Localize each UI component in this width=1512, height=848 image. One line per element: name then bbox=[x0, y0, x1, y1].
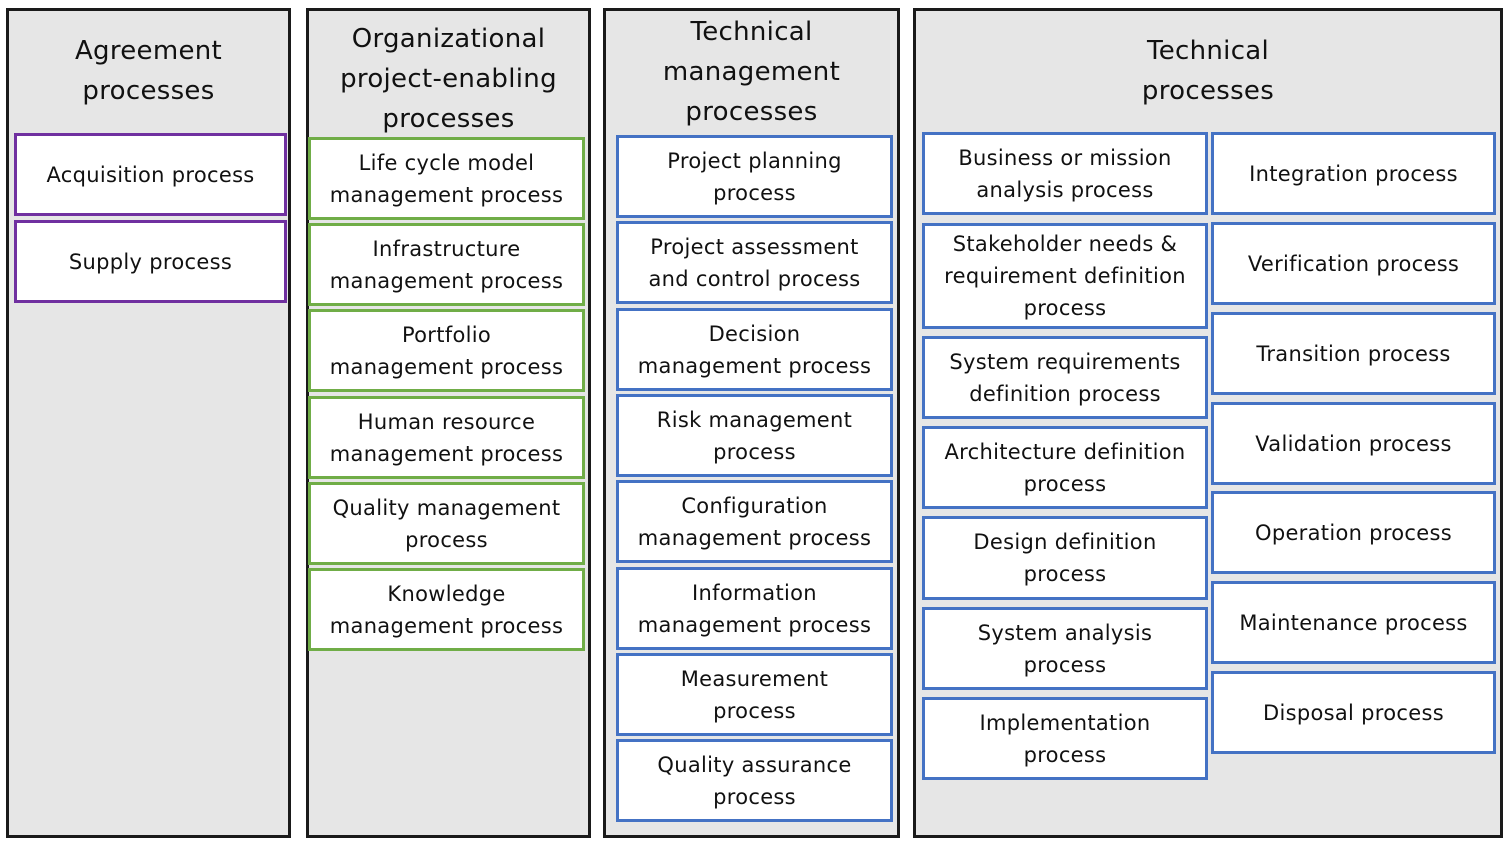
design-definition-box: Design definition process bbox=[922, 516, 1208, 600]
supply-process-box: Supply process bbox=[14, 220, 287, 303]
operation-box: Operation process bbox=[1211, 491, 1496, 574]
technical-processes-title: Technical processes bbox=[1141, 36, 1275, 106]
configuration-management-box: Configuration management process bbox=[616, 480, 893, 563]
acquisition-process-box: Acquisition process bbox=[14, 133, 287, 216]
technical-management-processes-title: Technical management processes bbox=[662, 17, 841, 127]
measurement-box: Measurement process bbox=[616, 653, 893, 736]
life-cycle-model-management-box: Life cycle model management process bbox=[308, 137, 585, 220]
implementation-box: Implementation process bbox=[922, 697, 1208, 780]
system-analysis-box: System analysis process bbox=[922, 607, 1208, 690]
disposal-box: Disposal process bbox=[1211, 671, 1496, 754]
project-assessment-control-box: Project assessment and control process bbox=[616, 221, 893, 304]
quality-management-box: Quality management process bbox=[308, 482, 585, 565]
decision-management-box: Decision management process bbox=[616, 308, 893, 391]
architecture-definition-box: Architecture definition process bbox=[922, 426, 1208, 509]
information-management-box: Information management process bbox=[616, 567, 893, 650]
system-requirements-definition-box: System requirements definition process bbox=[922, 336, 1208, 419]
risk-management-box: Risk management process bbox=[616, 394, 893, 477]
knowledge-management-box: Knowledge management process bbox=[308, 568, 585, 651]
stakeholder-needs-box: Stakeholder needs & requirement definiti… bbox=[922, 223, 1208, 329]
organizational-processes-title: Organizational project-enabling processe… bbox=[340, 24, 557, 134]
agreement-processes-title: Agreement processes bbox=[74, 36, 223, 106]
maintenance-box: Maintenance process bbox=[1211, 581, 1496, 664]
verification-box: Verification process bbox=[1211, 222, 1496, 305]
transition-box: Transition process bbox=[1211, 312, 1496, 395]
integration-box: Integration process bbox=[1211, 132, 1496, 215]
human-resource-management-box: Human resource management process bbox=[308, 396, 585, 479]
infrastructure-management-box: Infrastructure management process bbox=[308, 223, 585, 306]
project-planning-box: Project planning process bbox=[616, 135, 893, 218]
business-mission-analysis-box: Business or mission analysis process bbox=[922, 132, 1208, 215]
validation-box: Validation process bbox=[1211, 402, 1496, 485]
portfolio-management-box: Portfolio management process bbox=[308, 309, 585, 392]
quality-assurance-box: Quality assurance process bbox=[616, 739, 893, 822]
